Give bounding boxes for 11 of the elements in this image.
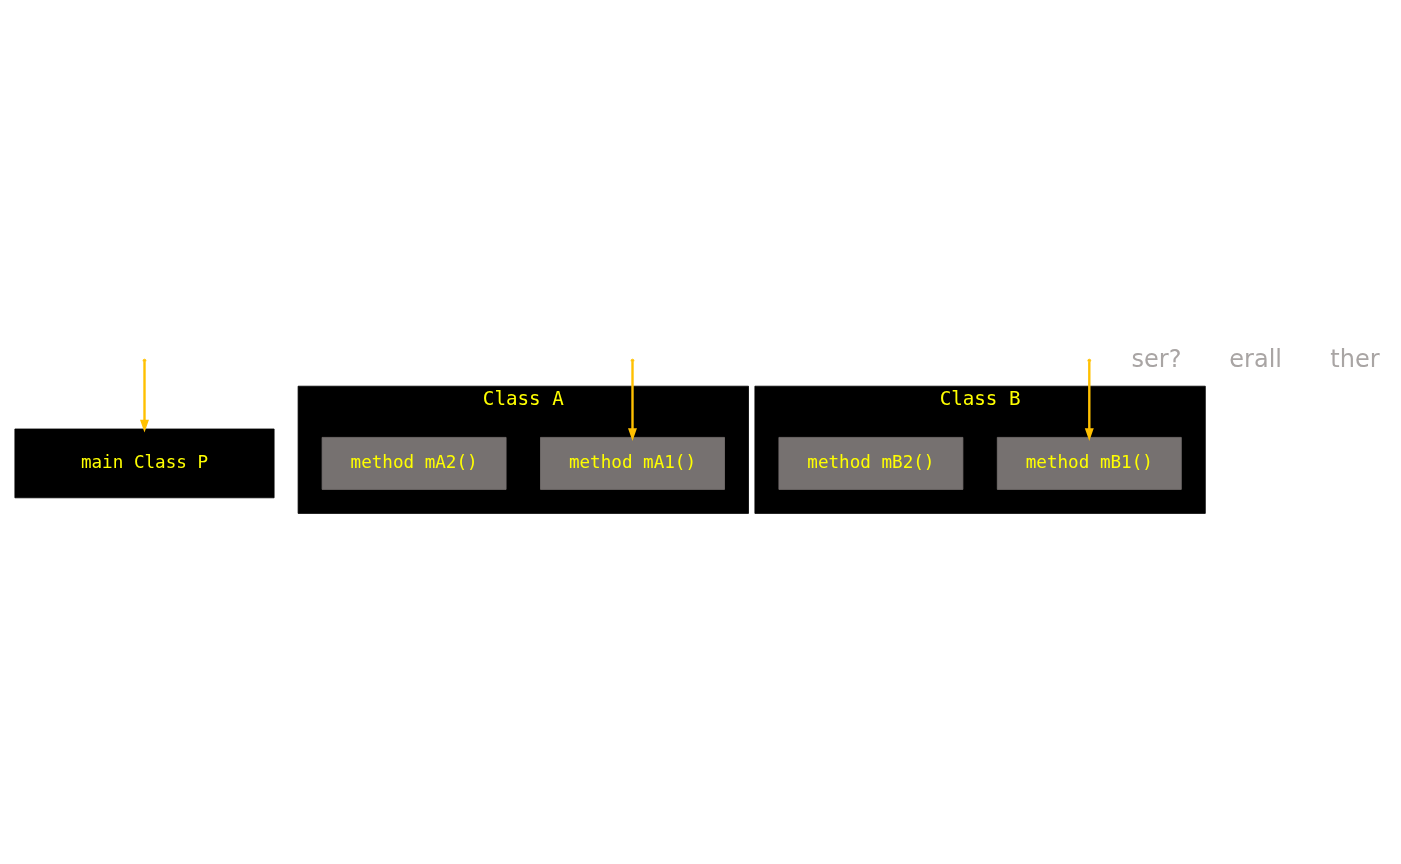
node-box: method mB1() <box>996 437 1182 490</box>
arrow <box>1084 362 1094 441</box>
node-box: method mA1() <box>540 437 725 490</box>
node-box: main Class P <box>14 428 275 499</box>
arrow <box>140 362 149 433</box>
label: ther <box>1330 344 1380 373</box>
node-box: method mB2() <box>778 437 964 490</box>
label: erall <box>1229 344 1283 373</box>
node-box: method mA2() <box>321 437 507 490</box>
arrow <box>628 362 637 441</box>
label: ser? <box>1131 344 1182 373</box>
